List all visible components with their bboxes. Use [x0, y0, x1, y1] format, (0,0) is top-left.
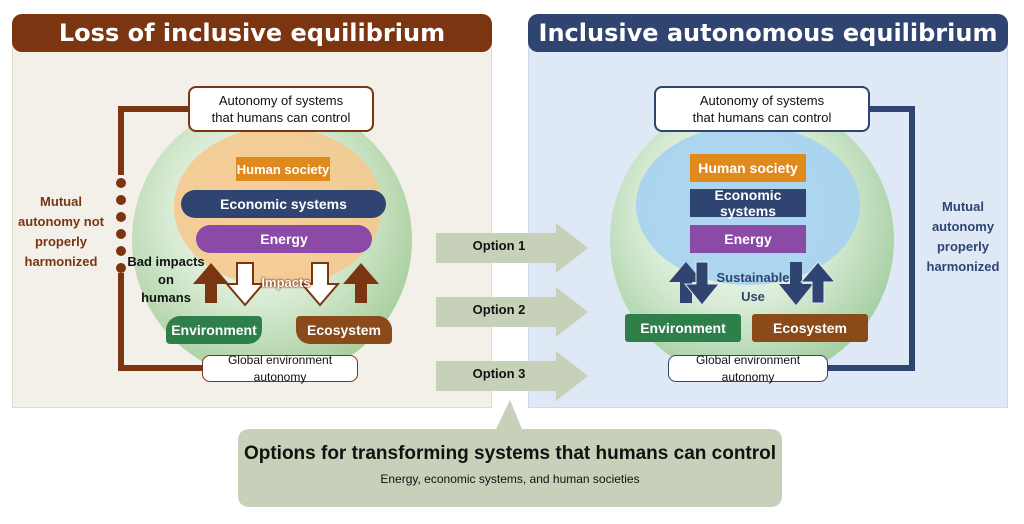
impacts-label: Impacts [261, 275, 311, 290]
option-2: Option 2 [440, 300, 558, 324]
right-side-line4: harmonized [926, 259, 1000, 274]
sustainable-use-label: Sustainable Use [708, 268, 798, 306]
left-economic-systems: Economic systems [181, 190, 386, 218]
right-side-label: Mutual autonomy properly harmonized [920, 197, 1006, 277]
left-panel-title: Loss of inclusive equilibrium [12, 14, 492, 52]
right-down-arrow-2 [779, 262, 813, 305]
left-down-arrow-1 [224, 262, 266, 307]
left-autonomy-box: Autonomy of systems that humans can cont… [188, 86, 374, 132]
right-panel-title: Inclusive autonomous equilibrium [528, 14, 1008, 52]
option-3: Option 3 [440, 364, 558, 388]
right-global-box: Global environment autonomy [668, 353, 828, 384]
bottom-subtitle: Energy, economic systems, and human soci… [380, 472, 640, 486]
bad-impacts-line3: humans [141, 290, 191, 305]
right-energy: Energy [690, 225, 806, 253]
right-autonomy-line2: that humans can control [692, 110, 832, 125]
right-up-arrow-2 [799, 261, 837, 304]
option-2-label: Option 2 [472, 302, 526, 317]
right-ecosystem: Ecosystem [752, 314, 868, 342]
right-autonomy-line1: Autonomy of systems [699, 93, 825, 108]
right-loop-line [826, 106, 915, 371]
bottom-title: Options for transforming systems that hu… [243, 443, 777, 464]
right-environment: Environment [625, 314, 741, 342]
left-environment: Environment [166, 316, 262, 344]
sustainable-line2: Use [741, 289, 765, 304]
left-global-box: Global environment autonomy [202, 353, 358, 384]
bottom-callout-shape [238, 400, 782, 507]
left-human-society: Human society [236, 157, 330, 181]
right-human-society: Human society [690, 154, 806, 182]
right-autonomy-box: Autonomy of systems that humans can cont… [654, 86, 870, 132]
right-side-line1: Mutual [942, 199, 984, 214]
left-autonomy-line2: that humans can control [211, 110, 351, 125]
left-loop-dots [116, 178, 126, 273]
bad-impacts-line1: Bad impacts [127, 254, 205, 269]
left-ecosystem: Ecosystem [296, 316, 392, 344]
left-down-arrow-2 [299, 262, 341, 307]
option-1-label: Option 1 [472, 238, 526, 253]
bad-impacts-line2: on [158, 272, 174, 287]
left-side-line4: harmonized [24, 254, 98, 269]
right-economic-systems: Economic systems [690, 187, 806, 219]
option-1: Option 1 [440, 236, 558, 260]
right-side-line2: autonomy [931, 219, 995, 234]
left-up-arrow-2 [343, 263, 379, 303]
left-side-line1: Mutual [40, 194, 82, 209]
option-arrows [436, 223, 588, 401]
right-side-line3: properly [936, 239, 989, 254]
left-side-label: Mutual autonomy not properly harmonized [16, 192, 106, 272]
left-energy: Energy [196, 225, 372, 253]
sustainable-line1: Sustainable [716, 270, 790, 285]
left-side-line3: properly [34, 234, 87, 249]
left-side-line2: autonomy not [18, 214, 104, 229]
option-3-label: Option 3 [472, 366, 526, 381]
bad-impacts-label: Bad impacts on humans [124, 253, 208, 307]
left-up-arrow-1 [193, 263, 229, 303]
left-autonomy-line1: Autonomy of systems [218, 93, 344, 108]
right-down-arrow-1 [683, 261, 721, 306]
right-up-arrow-1 [669, 262, 703, 303]
